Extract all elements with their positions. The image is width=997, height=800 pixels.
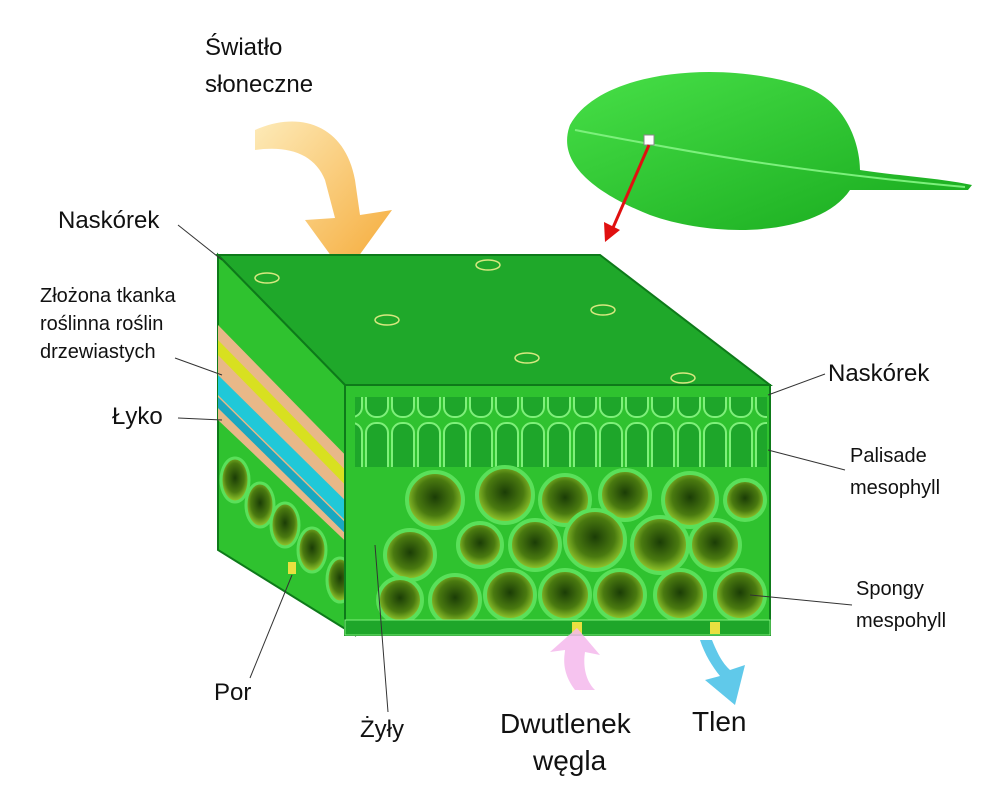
vascular-bundle bbox=[218, 325, 406, 555]
label-oxygen: Tlen bbox=[692, 706, 746, 737]
spongy-cells bbox=[376, 465, 767, 627]
label-phloem: Łyko bbox=[112, 403, 163, 430]
leader-lines bbox=[174, 224, 853, 713]
sample-marker bbox=[643, 134, 655, 146]
left-spongy-cells bbox=[219, 456, 355, 604]
label-pore: Por bbox=[214, 679, 251, 706]
label-spongy-2: mespohyll bbox=[856, 610, 946, 632]
label-epidermis-top: Naskórek bbox=[58, 207, 160, 234]
label-palisade-1: Palisade bbox=[850, 445, 927, 467]
oxygen-arrow bbox=[700, 640, 745, 705]
label-co2-1: Dwutlenek bbox=[500, 708, 632, 739]
label-vascular-1: Złożona tkanka bbox=[40, 285, 177, 307]
label-sunlight-2: słoneczne bbox=[205, 71, 313, 98]
label-vascular-3: drzewiastych bbox=[40, 341, 156, 363]
label-epidermis-right: Naskórek bbox=[828, 360, 930, 387]
bottom-epidermis bbox=[344, 619, 771, 636]
sunlight-arrow bbox=[255, 121, 392, 276]
label-palisade-2: mesophyll bbox=[850, 477, 940, 499]
leaf-illustration bbox=[567, 72, 972, 230]
label-co2-2: węgla bbox=[532, 745, 607, 776]
stomata-top bbox=[254, 259, 696, 384]
co2-arrow bbox=[550, 628, 600, 690]
label-spongy-1: Spongy bbox=[856, 578, 924, 600]
palisade-layer bbox=[355, 397, 767, 467]
label-sunlight-1: Światło bbox=[205, 33, 282, 61]
label-veins: Żyły bbox=[360, 716, 404, 743]
label-vascular-2: roślinna roślin bbox=[40, 313, 163, 335]
pointer-arrow bbox=[604, 144, 651, 242]
